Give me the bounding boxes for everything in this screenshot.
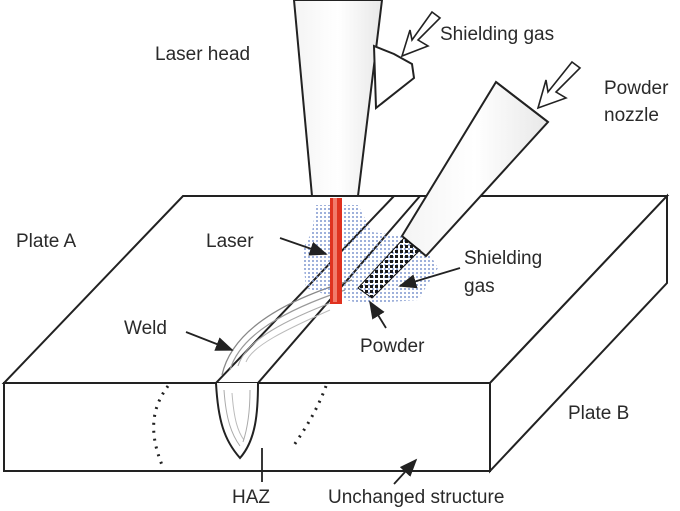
haz-boundary-right (290, 385, 328, 449)
unchanged-structure-arrow (393, 458, 418, 485)
laser-beam-highlight (333, 198, 337, 302)
label-laser-head: Laser head (155, 44, 250, 65)
label-unchanged-structure: Unchanged structure (328, 487, 504, 508)
label-powder-nozzle-1: Powder (604, 78, 669, 99)
shielding-gas-arrow (400, 10, 442, 58)
laser-arrow (279, 237, 328, 256)
powder-nozzle (357, 80, 550, 299)
label-laser: Laser (206, 231, 254, 252)
powder-feed-arrow (536, 60, 582, 110)
label-shielding-gas-side-1: Shielding (464, 248, 542, 269)
plate-side-face (489, 193, 668, 474)
gas-inlet (372, 44, 416, 111)
label-plate-b: Plate B (568, 403, 629, 424)
shielding-gas-arrow-pointer (398, 267, 461, 289)
label-shielding-gas-side-2: gas (464, 276, 495, 297)
powder-arrow (369, 300, 387, 329)
label-powder: Powder (360, 336, 425, 357)
label-plate-a: Plate A (16, 231, 77, 252)
powder-stream (357, 237, 421, 299)
leader-arrows (185, 237, 461, 485)
laser-head-nozzle (292, 0, 416, 197)
label-haz: HAZ (232, 487, 270, 508)
label-shielding-gas-top: Shielding gas (440, 24, 554, 45)
weld-cross-section (152, 382, 328, 466)
label-powder-nozzle-2: nozzle (604, 105, 659, 126)
label-weld: Weld (124, 318, 167, 339)
weld-arrow (185, 331, 234, 351)
haz-boundary-left (152, 385, 170, 466)
